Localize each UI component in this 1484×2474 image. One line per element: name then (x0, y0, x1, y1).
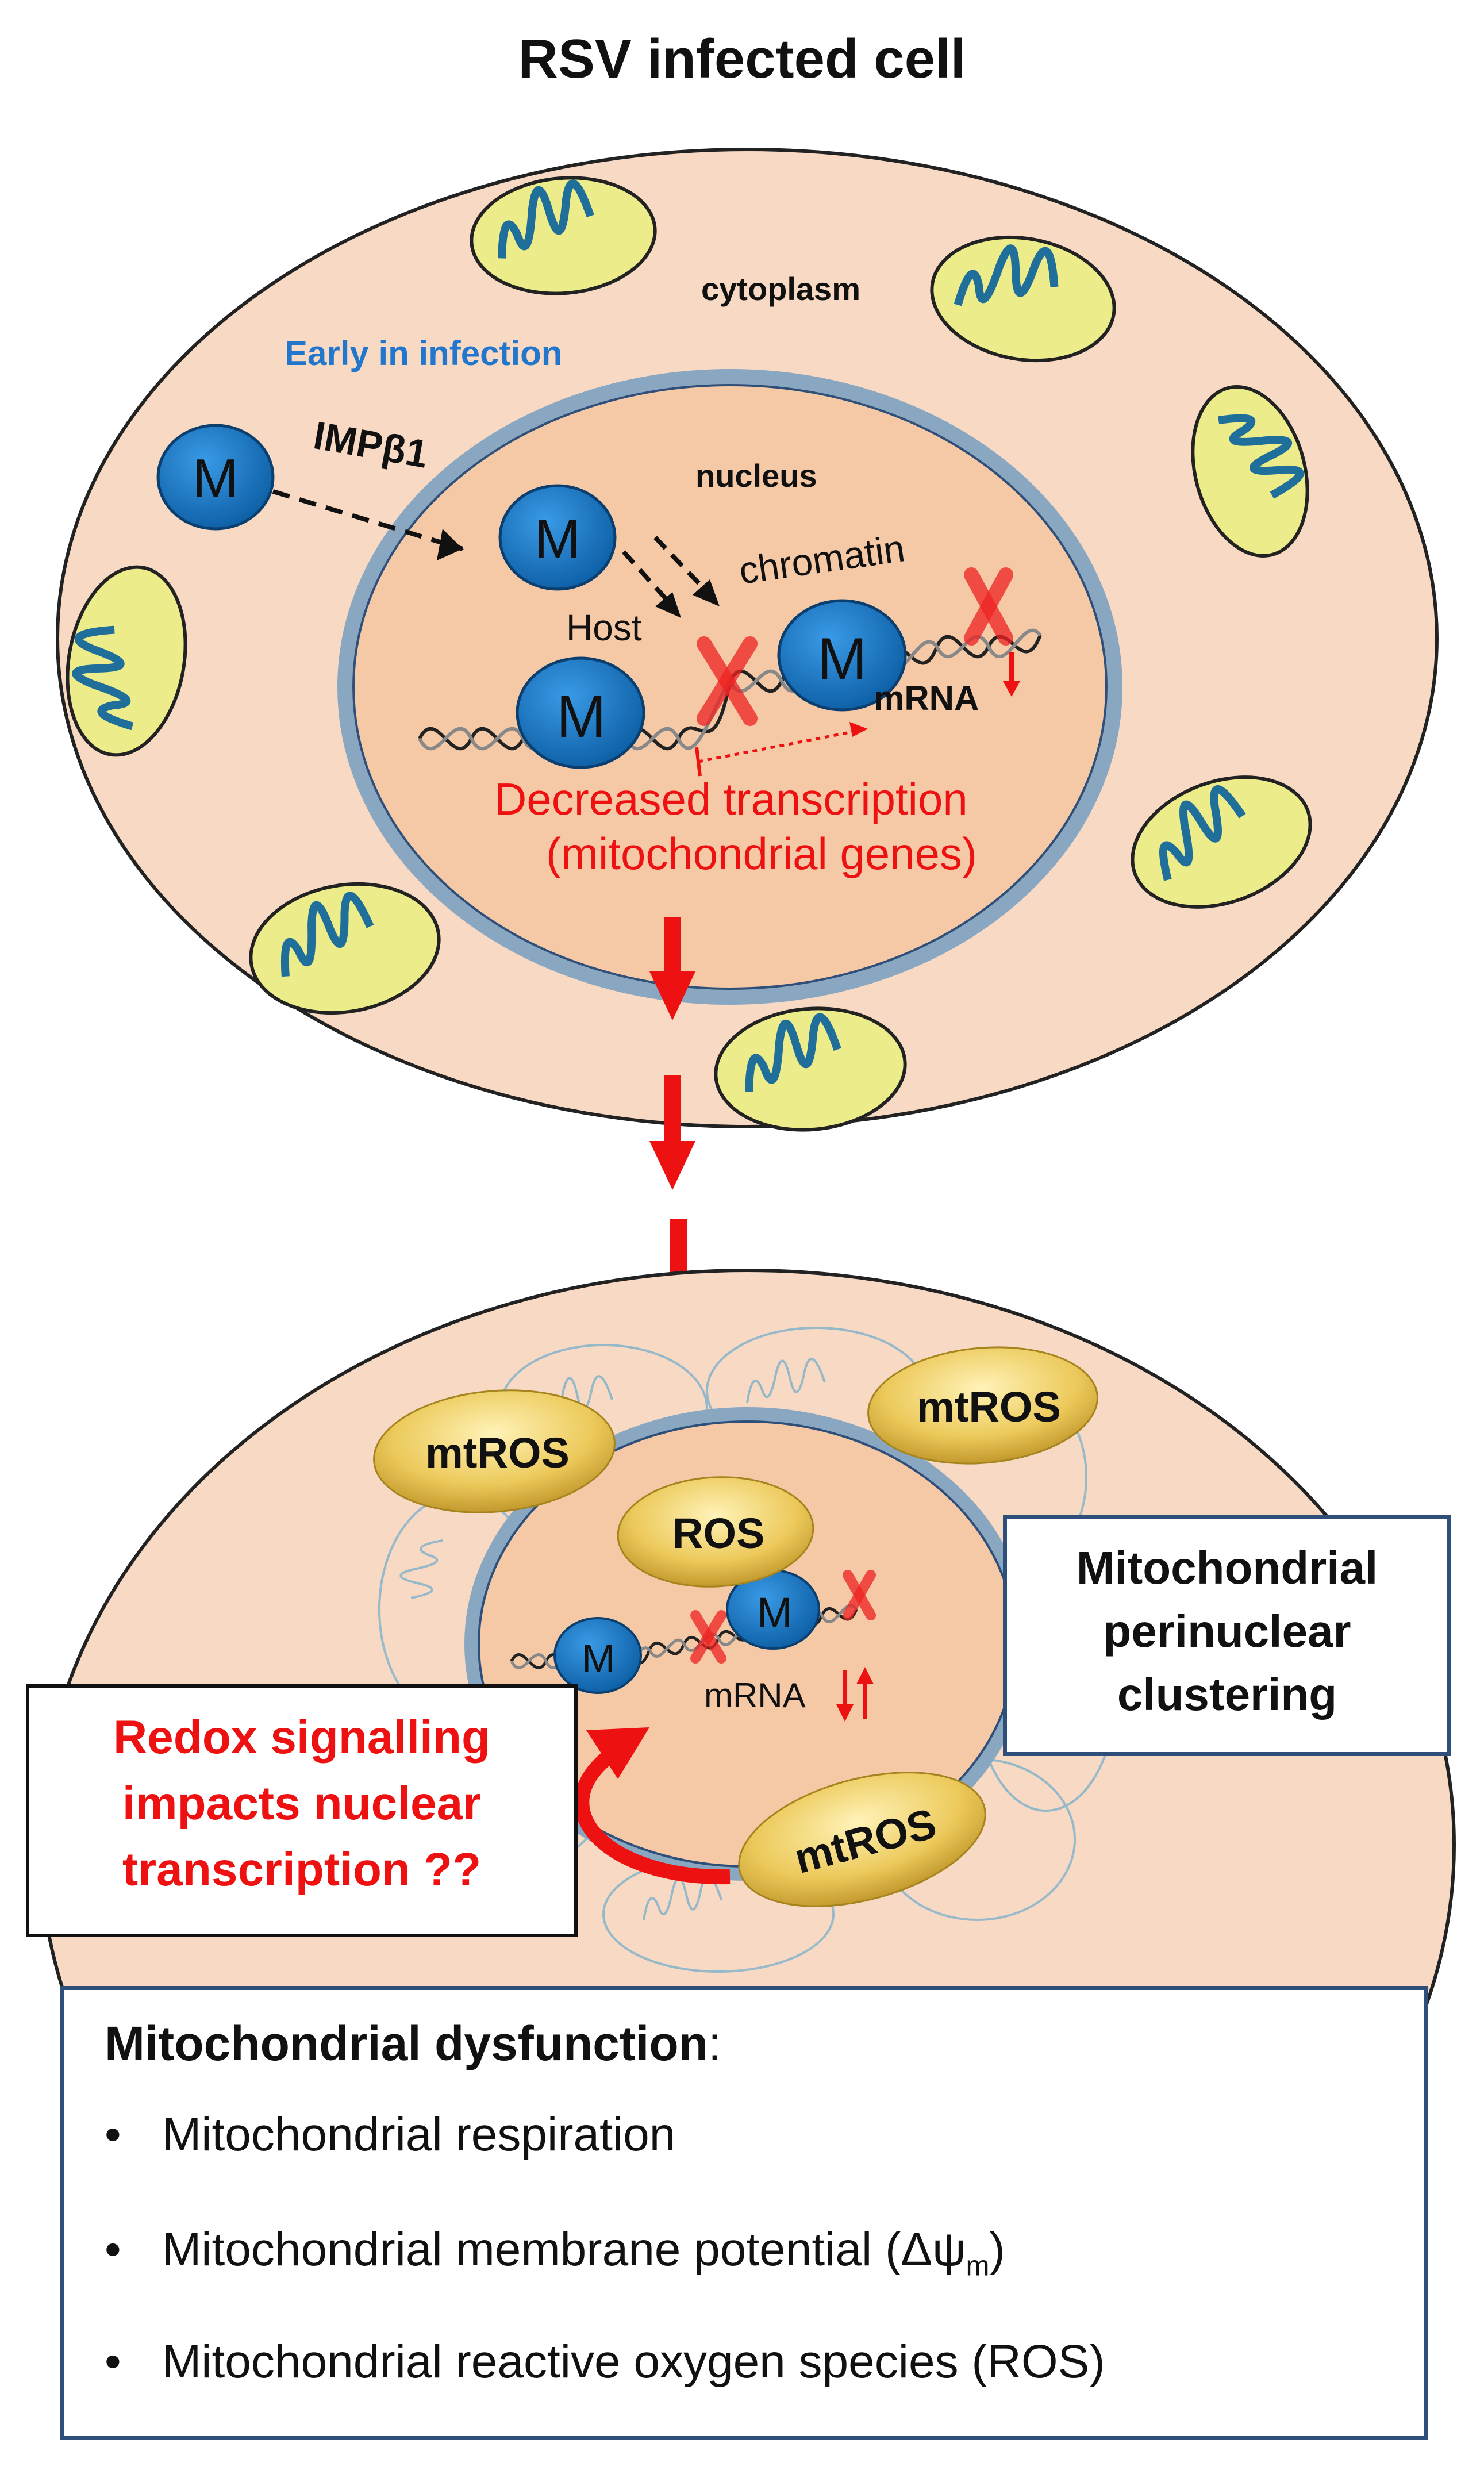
dysfunction-item-text: Mitochondrial respiration (162, 2108, 676, 2161)
top-nucleus-inner-ring (352, 384, 1108, 990)
mitochondrion (930, 235, 1116, 363)
impb1-import-arrow (272, 489, 464, 551)
dysfunction-item-respiration: • Mitochondrial respiration (105, 2108, 675, 2162)
bullet: • (105, 2108, 121, 2161)
mitochondrion (470, 176, 657, 295)
mitochondrial-dysfunction-box: Mitochondrial dysfunction: • Mitochondria… (60, 1986, 1428, 2440)
mitochondrial-genes-label: (mitochondrial genes) (546, 828, 978, 879)
mrna-label: mRNA (704, 1676, 806, 1715)
transcription-inhibited-line (698, 728, 863, 763)
redox-line-2: impacts nuclear (122, 1777, 482, 1830)
mrna-label: mRNA (874, 679, 979, 717)
redox-signalling-box: Redox signalling impacts nuclear transcr… (26, 1684, 578, 1937)
mtros-capsule (738, 1772, 986, 1907)
transcription-inhibited-arrowhead (849, 722, 868, 737)
transcription-block-x (964, 567, 1013, 646)
m-protein-label: M (556, 683, 606, 750)
mrna-up-arrowhead (856, 1667, 874, 1684)
mitochondrion (1131, 775, 1312, 909)
early-infection-label: Early in infection (285, 334, 563, 372)
dysfunction-heading-colon: : (708, 2016, 722, 2070)
redox-line-1: Redox signalling (113, 1711, 491, 1764)
dysfunction-heading-text: Mitochondrial dysfunction (105, 2016, 708, 2070)
m-protein-label: M (582, 1636, 616, 1681)
perinuclear-clustering-box: Mitochondrial perinuclear clustering (1003, 1515, 1451, 1756)
clustering-line-2: perinuclear (1103, 1605, 1351, 1657)
mitochondrion (249, 882, 441, 1015)
dysfunction-item-text: Mitochondrial membrane potential (Δψ (162, 2223, 966, 2276)
m-protein-label: M (193, 448, 239, 509)
redox-signalling-arrow (574, 1750, 731, 1885)
cytoplasm-label: cytoplasm (701, 271, 860, 307)
delta-psi-subscript: m (966, 2250, 990, 2282)
m-protein-label: M (535, 508, 580, 570)
transcription-block-x (697, 636, 758, 726)
m-protein (777, 599, 907, 712)
ros-label: ROS (672, 1509, 765, 1557)
chromatin-binding-arrowhead (693, 579, 720, 606)
bullet: • (105, 2223, 121, 2276)
redox-signalling-arrowhead (586, 1727, 649, 1779)
mitochondrion (66, 565, 187, 757)
clustering-line-1: Mitochondrial (1076, 1542, 1378, 1593)
ros-capsule (617, 1476, 814, 1588)
dysfunction-heading: Mitochondrial dysfunction: (105, 2016, 721, 2072)
import-arrowhead (437, 529, 463, 560)
mtros-label: mtROS (425, 1429, 570, 1477)
mrna-down-arrowhead (1003, 681, 1020, 697)
transcription-block-x (690, 1610, 726, 1664)
host-label: Host (566, 607, 642, 648)
m-protein (553, 1617, 642, 1694)
closing-paren: ) (989, 2223, 1005, 2276)
m-protein (498, 484, 617, 591)
figure-title: RSV infected cell (518, 28, 966, 90)
transcription-bar (695, 747, 702, 777)
transcription-block-x (843, 1570, 876, 1620)
mrna-down-arrowhead (836, 1704, 854, 1722)
redox-line-3: transcription ?? (122, 1843, 482, 1896)
mtros-capsule (867, 1346, 1098, 1465)
m-protein-label: M (757, 1589, 793, 1636)
m-protein (156, 424, 275, 531)
mitochondrion (1191, 385, 1309, 558)
dysfunction-item-text: Mitochondrial reactive oxygen species (R… (162, 2335, 1105, 2388)
bullet: • (105, 2335, 121, 2388)
mtros-label: mtROS (917, 1383, 1061, 1431)
chromatin-binding-arrow (653, 536, 714, 600)
decreased-transcription-label: Decreased transcription (494, 774, 968, 824)
nucleus-label: nucleus (695, 458, 817, 494)
chromatin-binding-arrow (622, 550, 677, 611)
m-protein (516, 656, 645, 769)
m-protein-label: M (817, 626, 867, 693)
chromatin-binding-arrowhead (655, 592, 681, 618)
dysfunction-item-ros: • Mitochondrial reactive oxygen species (… (105, 2335, 1105, 2389)
dysfunction-item-membrane-potential: • Mitochondrial membrane potential (Δψm) (105, 2223, 1005, 2282)
mitochondrion (714, 1006, 907, 1132)
clustering-line-3: clustering (1117, 1669, 1337, 1720)
mtros-capsule (373, 1389, 616, 1513)
